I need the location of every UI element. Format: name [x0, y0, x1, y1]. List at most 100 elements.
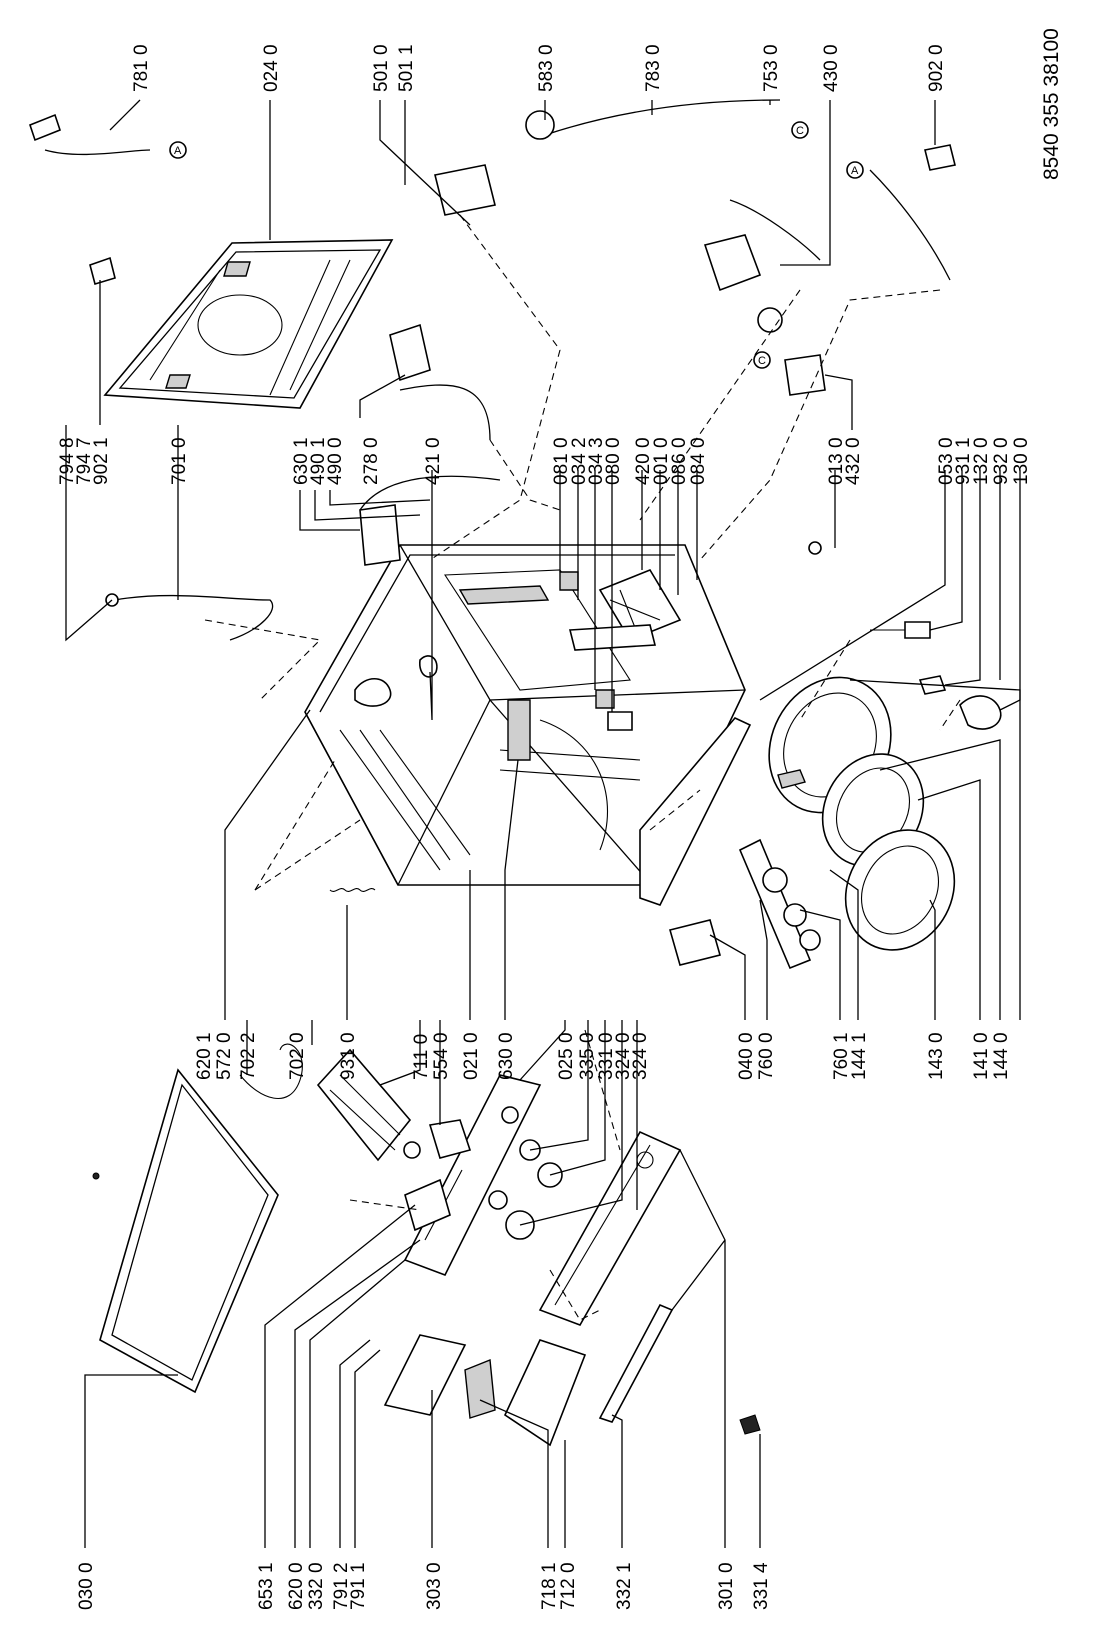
kickplate	[639, 717, 752, 906]
label-024-0: 024 0	[261, 44, 282, 92]
label-301-0: 301 0	[716, 1562, 737, 1610]
switch-554	[428, 1119, 472, 1159]
label-794-8: 794 8	[57, 437, 78, 485]
inlet-hose-781	[44, 149, 151, 156]
drawer-housing	[503, 1339, 587, 1447]
label-053-0: 053 0	[936, 437, 957, 485]
label-583-0: 583 0	[536, 44, 557, 92]
leader-lines	[65, 99, 1021, 1548]
callout-a-2: A	[851, 165, 859, 177]
label-702-2: 702 2	[238, 1032, 259, 1080]
label-025-0: 025 0	[556, 1032, 577, 1080]
label-144-1: 144 1	[849, 1032, 870, 1080]
label-753-0: 753 0	[761, 44, 782, 92]
label-030-0: 030 0	[76, 1562, 97, 1610]
label-040-0: 040 0	[736, 1032, 757, 1080]
label-653-1: 653 1	[256, 1562, 277, 1610]
label-501-1: 501 1	[396, 44, 417, 92]
callout-markers: A A C C	[169, 121, 864, 369]
label-324-0-a: 324 0	[613, 1032, 634, 1080]
label-794-7: 794 7	[74, 437, 95, 485]
label-132-0: 132 0	[971, 437, 992, 485]
label-432-0: 432 0	[843, 437, 864, 485]
drain-hose-783	[544, 99, 781, 136]
label-791-2: 791 2	[331, 1562, 352, 1610]
label-081-0: 081 0	[551, 437, 572, 485]
label-620-1: 620 1	[194, 1032, 215, 1080]
label-001-0: 001 0	[651, 437, 672, 485]
label-490-0: 490 0	[325, 437, 346, 485]
suppressor	[359, 504, 401, 566]
motor-brush	[959, 695, 1002, 730]
interface-board	[404, 1178, 451, 1232]
label-332-1: 332 1	[614, 1562, 635, 1610]
label-303-0: 303 0	[424, 1562, 445, 1610]
label-144-0: 144 0	[991, 1032, 1012, 1080]
label-086-0: 086 0	[669, 437, 690, 485]
label-034-3: 034 3	[586, 437, 607, 485]
drain-hose-right	[869, 169, 951, 281]
label-760-0: 760 0	[756, 1032, 777, 1080]
callout-c-1: C	[796, 125, 804, 137]
label-702-0: 702 0	[287, 1032, 308, 1080]
callout-a-1: A	[174, 145, 182, 157]
label-501-0: 501 0	[371, 44, 392, 92]
label-420-0: 420 0	[633, 437, 654, 485]
label-335-0: 335 0	[577, 1032, 598, 1080]
drawing	[29, 99, 1002, 1447]
pump-assembly	[703, 199, 826, 396]
label-712-0: 712 0	[558, 1562, 579, 1610]
timer-501	[434, 164, 496, 216]
front-fascia	[538, 1130, 682, 1326]
label-080-0: 080 0	[603, 437, 624, 485]
label-013-0: 013 0	[826, 437, 847, 485]
label-931-0: 931 0	[338, 1032, 359, 1080]
label-781-0: 781 0	[131, 44, 152, 92]
document-reference: 8540 355 38100	[1040, 28, 1063, 180]
foot	[739, 1414, 761, 1435]
label-324-0-b: 324 0	[630, 1032, 651, 1080]
label-141-0: 141 0	[971, 1032, 992, 1080]
label-630-0: 630 0	[496, 1032, 517, 1080]
label-021-0: 021 0	[461, 1032, 482, 1080]
label-718-1: 718 1	[539, 1562, 560, 1610]
label-791-1: 791 1	[348, 1562, 369, 1610]
back-panel	[103, 239, 394, 409]
label-902-0: 902 0	[926, 44, 947, 92]
label-034-2: 034 2	[569, 437, 590, 485]
label-084-0: 084 0	[688, 437, 709, 485]
top-cover	[92, 1068, 279, 1394]
label-630-1: 630 1	[291, 437, 312, 485]
hinge	[738, 838, 812, 970]
label-430-0: 430 0	[821, 44, 842, 92]
label-554-0: 554 0	[431, 1032, 452, 1080]
label-331-4: 331 4	[751, 1562, 772, 1610]
door-lock	[669, 919, 721, 966]
part-labels: 030 0 653 1 620 0 332 0 791 2 791 1 303 …	[57, 28, 1063, 1610]
label-931-1: 931 1	[953, 437, 974, 485]
fascia-strip	[598, 1303, 674, 1423]
label-620-0: 620 0	[286, 1562, 307, 1610]
label-701-0: 701 0	[169, 437, 190, 485]
label-902-1: 902 1	[91, 437, 112, 485]
label-760-1: 760 1	[831, 1032, 852, 1080]
label-421-0: 421 0	[423, 437, 444, 485]
detergent-drawer	[383, 1334, 467, 1416]
power-cord	[399, 384, 491, 441]
label-572-0: 572 0	[214, 1032, 235, 1080]
callout-c-2: C	[758, 355, 766, 367]
label-332-0: 332 0	[306, 1562, 327, 1610]
door-assembly	[768, 676, 956, 951]
label-331-0: 331 0	[596, 1032, 617, 1080]
control-panel	[403, 1074, 542, 1277]
wiring-harness	[239, 1043, 303, 1099]
label-130-0: 130 0	[1011, 437, 1032, 485]
inlet-hose-701	[114, 594, 274, 641]
label-783-0: 783 0	[643, 44, 664, 92]
label-143-0: 143 0	[926, 1032, 947, 1080]
label-711-0: 711 0	[411, 1034, 432, 1080]
spring	[329, 888, 376, 892]
label-932-0: 932 0	[991, 437, 1012, 485]
programmer-module	[316, 1048, 421, 1162]
